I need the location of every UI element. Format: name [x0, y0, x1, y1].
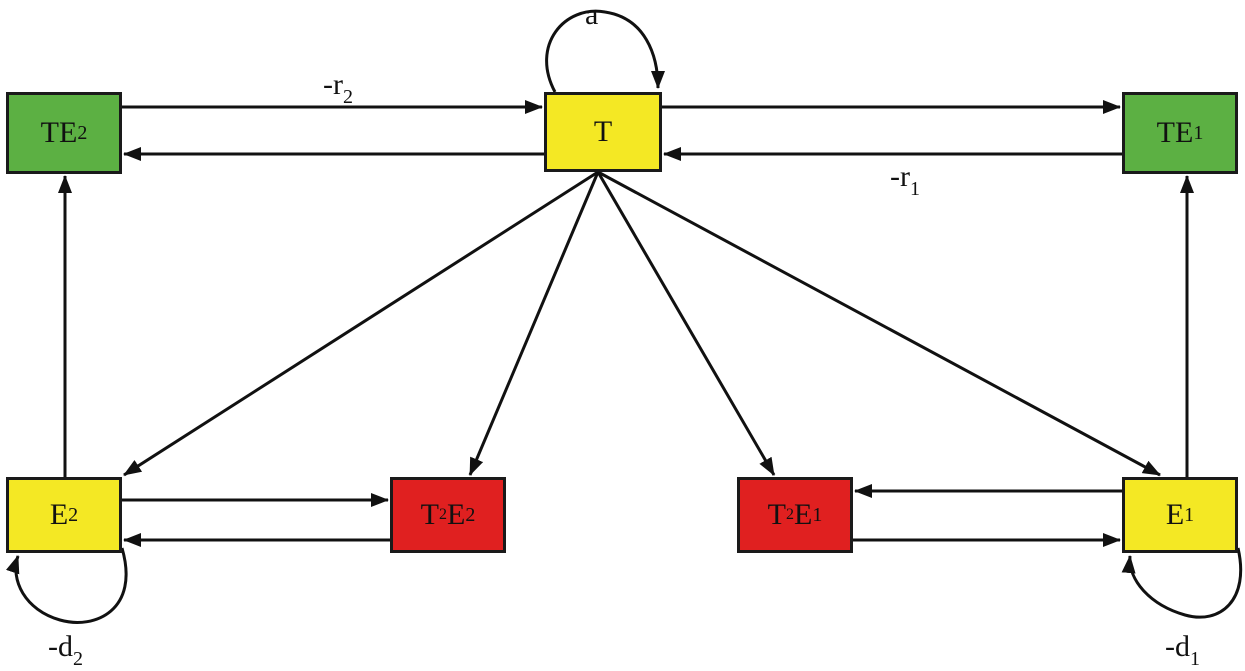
edge-label-d1-sub: 1	[1190, 648, 1200, 670]
edge-e1-to-e1	[1121, 547, 1243, 619]
edge-t-to-t2e2	[468, 171, 600, 476]
edge-label-d2: -d2	[48, 630, 83, 670]
node-t2e1-pre: T	[767, 498, 786, 531]
edge-label-r2-main: -r	[323, 68, 343, 101]
edge-label-a: a	[585, 0, 598, 30]
edge-t-to-t2e1	[596, 171, 776, 476]
node-te2-main: TE	[40, 116, 78, 149]
edge-t-to-e1	[597, 170, 1161, 477]
edge-label-d1-main: -d	[1165, 630, 1190, 663]
node-t2e2-pre: T	[420, 498, 439, 531]
node-e1-sub: 1	[1184, 503, 1195, 526]
edge-t-to-e2	[123, 170, 599, 477]
edge-label-r2: -r2	[323, 68, 353, 108]
node-e2-main: E	[49, 498, 69, 531]
edge-label-r1: -r1	[890, 160, 920, 200]
edge-label-a-main: a	[585, 0, 599, 31]
node-te2-sub: 2	[77, 121, 88, 144]
node-t2e2-main: E	[447, 498, 466, 531]
edge-t-to-t	[545, 9, 665, 93]
node-t2e2-sub: 2	[465, 503, 476, 526]
node-e1-main: E	[1165, 498, 1185, 531]
node-te1-main: TE	[1156, 116, 1194, 149]
node-t2e2-sup: 2	[439, 506, 447, 523]
node-t-main: T	[593, 115, 613, 148]
node-t: T	[544, 92, 662, 172]
edge-label-d2-main: -d	[48, 630, 73, 663]
node-e2-sub: 2	[68, 503, 79, 526]
node-t2e1-main: E	[794, 498, 813, 531]
edge-label-d1: -d1	[1165, 630, 1200, 670]
edge-label-d2-sub: 2	[73, 648, 83, 670]
edge-e2-to-e2	[5, 547, 128, 624]
node-t2e1-sub: 1	[812, 503, 823, 526]
node-te1-sub: 1	[1193, 121, 1204, 144]
node-t2e1-sup: 2	[786, 506, 794, 523]
edge-label-r1-main: -r	[890, 160, 910, 193]
edge-label-r1-sub: 1	[909, 178, 920, 200]
edges-layer	[5, 9, 1243, 624]
edge-label-r2-sub: 2	[342, 86, 353, 108]
